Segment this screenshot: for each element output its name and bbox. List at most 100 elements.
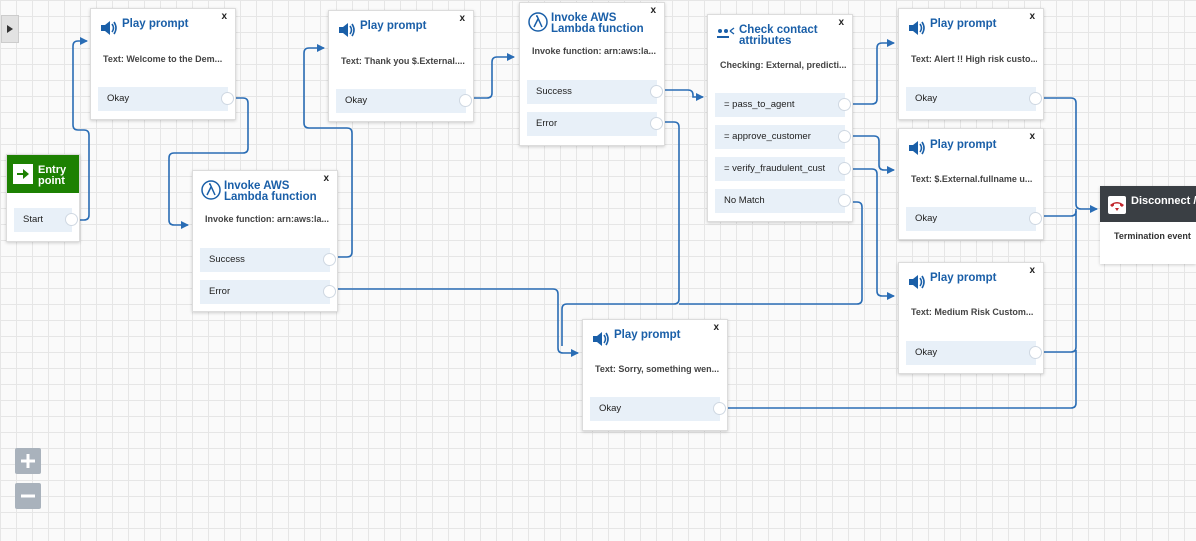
block-title: Invoke AWS Lambda function bbox=[551, 12, 644, 35]
play-prompt-block-alert[interactable]: Play prompt x Text: Alert !! High risk c… bbox=[898, 8, 1044, 120]
invoke-lambda-block-2[interactable]: Invoke AWS Lambda function x Invoke func… bbox=[519, 2, 665, 146]
wire-lambda2-success-to-check bbox=[660, 89, 704, 101]
triangle-right-icon bbox=[7, 25, 13, 33]
close-icon[interactable]: x bbox=[838, 17, 844, 28]
block-description: Checking: External, predicti... bbox=[720, 60, 846, 70]
play-prompt-block-medium-risk[interactable]: Play prompt x Text: Medium Risk Custom..… bbox=[898, 262, 1044, 374]
block-title: Play prompt bbox=[930, 139, 997, 151]
error-label: Error bbox=[209, 286, 231, 297]
success-option[interactable]: Success bbox=[200, 248, 336, 272]
disconnect-title: Disconnect / up bbox=[1131, 195, 1196, 207]
close-icon[interactable]: x bbox=[459, 13, 465, 24]
block-title: Play prompt bbox=[930, 272, 997, 284]
block-description: Text: $.External.fullname u... bbox=[911, 174, 1033, 184]
condition-option-verify-fraudulent[interactable]: = verify_fraudulent_cust bbox=[715, 157, 851, 181]
error-label: Error bbox=[536, 118, 558, 129]
error-output-port[interactable] bbox=[650, 117, 663, 130]
okay-output-port[interactable] bbox=[713, 402, 726, 415]
wire-lambda2-error-join bbox=[561, 121, 680, 346]
error-output-port[interactable] bbox=[323, 285, 336, 298]
close-icon[interactable]: x bbox=[323, 173, 329, 184]
start-output-port[interactable] bbox=[65, 213, 78, 226]
condition-output-port[interactable] bbox=[838, 98, 851, 111]
condition-label: No Match bbox=[724, 195, 765, 206]
condition-output-port[interactable] bbox=[838, 194, 851, 207]
error-option[interactable]: Error bbox=[200, 280, 336, 304]
entry-point-title: Entry point bbox=[38, 164, 67, 187]
close-icon[interactable]: x bbox=[1029, 11, 1035, 22]
success-output-port[interactable] bbox=[323, 253, 336, 266]
play-prompt-block-fullname[interactable]: Play prompt x Text: $.External.fullname … bbox=[898, 128, 1044, 240]
block-description: Text: Thank you $.External.... bbox=[341, 56, 465, 66]
start-option[interactable]: Start bbox=[14, 208, 78, 232]
entry-point-block[interactable]: Entry point Start bbox=[6, 154, 80, 242]
condition-output-port[interactable] bbox=[838, 130, 851, 143]
okay-output-port[interactable] bbox=[1029, 92, 1042, 105]
minus-icon bbox=[21, 494, 35, 498]
okay-option[interactable]: Okay bbox=[590, 397, 726, 421]
okay-option[interactable]: Okay bbox=[906, 341, 1042, 365]
wire-check-pass-to-play3 bbox=[848, 39, 895, 105]
success-label: Success bbox=[536, 86, 572, 97]
wire-play4-to-disconnect bbox=[1039, 209, 1077, 217]
success-output-port[interactable] bbox=[650, 85, 663, 98]
wire-play1-to-lambda1 bbox=[168, 97, 249, 229]
block-title: Invoke AWS Lambda function bbox=[224, 180, 317, 203]
close-icon[interactable]: x bbox=[650, 5, 656, 16]
panel-toggle-button[interactable] bbox=[1, 15, 19, 43]
check-contact-attributes-block[interactable]: Check contact attributes x Checking: Ext… bbox=[707, 14, 853, 222]
play-prompt-block-welcome[interactable]: Play prompt x Text: Welcome to the Dem..… bbox=[90, 8, 236, 120]
okay-output-port[interactable] bbox=[221, 92, 234, 105]
block-title: Play prompt bbox=[122, 18, 189, 30]
close-icon[interactable]: x bbox=[1029, 265, 1035, 276]
wire-play3-to-disconnect bbox=[1039, 97, 1098, 213]
lambda-icon bbox=[201, 180, 221, 200]
success-option[interactable]: Success bbox=[527, 80, 663, 104]
okay-label: Okay bbox=[915, 93, 938, 104]
block-description: Invoke function: arn:aws:la... bbox=[205, 214, 330, 224]
disconnect-description: Termination event bbox=[1114, 231, 1191, 241]
okay-label: Okay bbox=[915, 213, 938, 224]
attributes-icon bbox=[717, 27, 735, 38]
plus-icon bbox=[21, 454, 35, 468]
wire-lambda1-error-to-play6 bbox=[334, 288, 579, 357]
speaker-icon bbox=[101, 21, 117, 35]
block-description: Invoke function: arn:aws:la... bbox=[532, 46, 657, 56]
play-prompt-block-thank-you[interactable]: Play prompt x Text: Thank you $.External… bbox=[328, 10, 474, 122]
block-description: Text: Alert !! High risk custo... bbox=[911, 54, 1037, 64]
block-title: Play prompt bbox=[930, 18, 997, 30]
okay-option[interactable]: Okay bbox=[336, 89, 472, 113]
zoom-out-button[interactable] bbox=[15, 483, 41, 509]
condition-output-port[interactable] bbox=[838, 162, 851, 175]
invoke-lambda-block-1[interactable]: Invoke AWS Lambda function x Invoke func… bbox=[192, 170, 338, 312]
speaker-icon bbox=[909, 141, 925, 155]
condition-label: = approve_customer bbox=[724, 131, 811, 142]
okay-output-port[interactable] bbox=[1029, 212, 1042, 225]
close-icon[interactable]: x bbox=[713, 322, 719, 333]
speaker-icon bbox=[909, 21, 925, 35]
condition-option-pass-to-agent[interactable]: = pass_to_agent bbox=[715, 93, 851, 117]
play-prompt-block-sorry[interactable]: Play prompt x Text: Sorry, something wen… bbox=[582, 319, 728, 431]
wire-play5-to-disconnect bbox=[1039, 211, 1077, 353]
block-description: Text: Welcome to the Dem... bbox=[103, 54, 223, 64]
close-icon[interactable]: x bbox=[221, 11, 227, 22]
condition-option-no-match[interactable]: No Match bbox=[715, 189, 851, 213]
wire-lambda1-success-to-play2 bbox=[303, 44, 353, 258]
condition-label: = pass_to_agent bbox=[724, 99, 795, 110]
okay-option[interactable]: Okay bbox=[906, 207, 1042, 231]
speaker-icon bbox=[909, 275, 925, 289]
block-description: Text: Sorry, something wen... bbox=[595, 364, 720, 374]
okay-output-port[interactable] bbox=[1029, 346, 1042, 359]
block-title: Check contact attributes bbox=[739, 24, 818, 47]
close-icon[interactable]: x bbox=[1029, 131, 1035, 142]
okay-output-port[interactable] bbox=[459, 94, 472, 107]
error-option[interactable]: Error bbox=[527, 112, 663, 136]
condition-option-approve-customer[interactable]: = approve_customer bbox=[715, 125, 851, 149]
disconnect-block[interactable]: Disconnect / up Termination event bbox=[1100, 186, 1196, 264]
zoom-in-button[interactable] bbox=[15, 448, 41, 474]
okay-label: Okay bbox=[107, 93, 130, 104]
block-title: Play prompt bbox=[614, 329, 681, 341]
okay-option[interactable]: Okay bbox=[906, 87, 1042, 111]
okay-option[interactable]: Okay bbox=[98, 87, 234, 111]
